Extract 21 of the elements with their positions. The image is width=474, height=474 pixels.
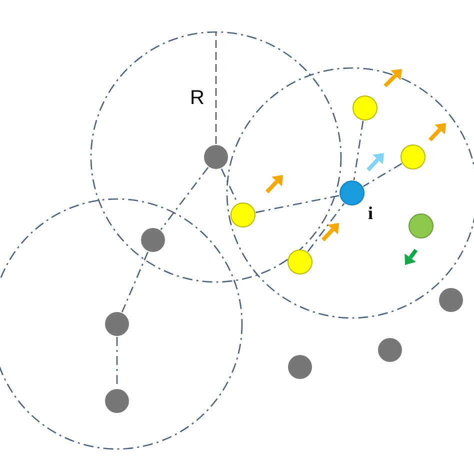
agent-dot [230, 202, 256, 228]
node-label: i [368, 204, 374, 222]
connector-line [160, 166, 209, 230]
agent-dot [104, 311, 130, 337]
agent-dot [408, 213, 434, 239]
agent-dot [352, 95, 378, 121]
connector-line [256, 194, 340, 214]
agent-dot [203, 144, 229, 170]
agent-dot [104, 388, 130, 414]
radius-label: R [190, 88, 204, 108]
agent-dot [339, 180, 365, 206]
agent-dot [438, 287, 464, 313]
agent-dot [287, 354, 313, 380]
agent-dot [287, 249, 313, 275]
connector-line [307, 203, 345, 252]
connector-line [362, 163, 402, 187]
agent-dot [377, 337, 403, 363]
connector-line [122, 252, 148, 312]
agent-dot [400, 144, 426, 170]
agent-dot [140, 227, 166, 253]
connector-line [353, 120, 364, 180]
